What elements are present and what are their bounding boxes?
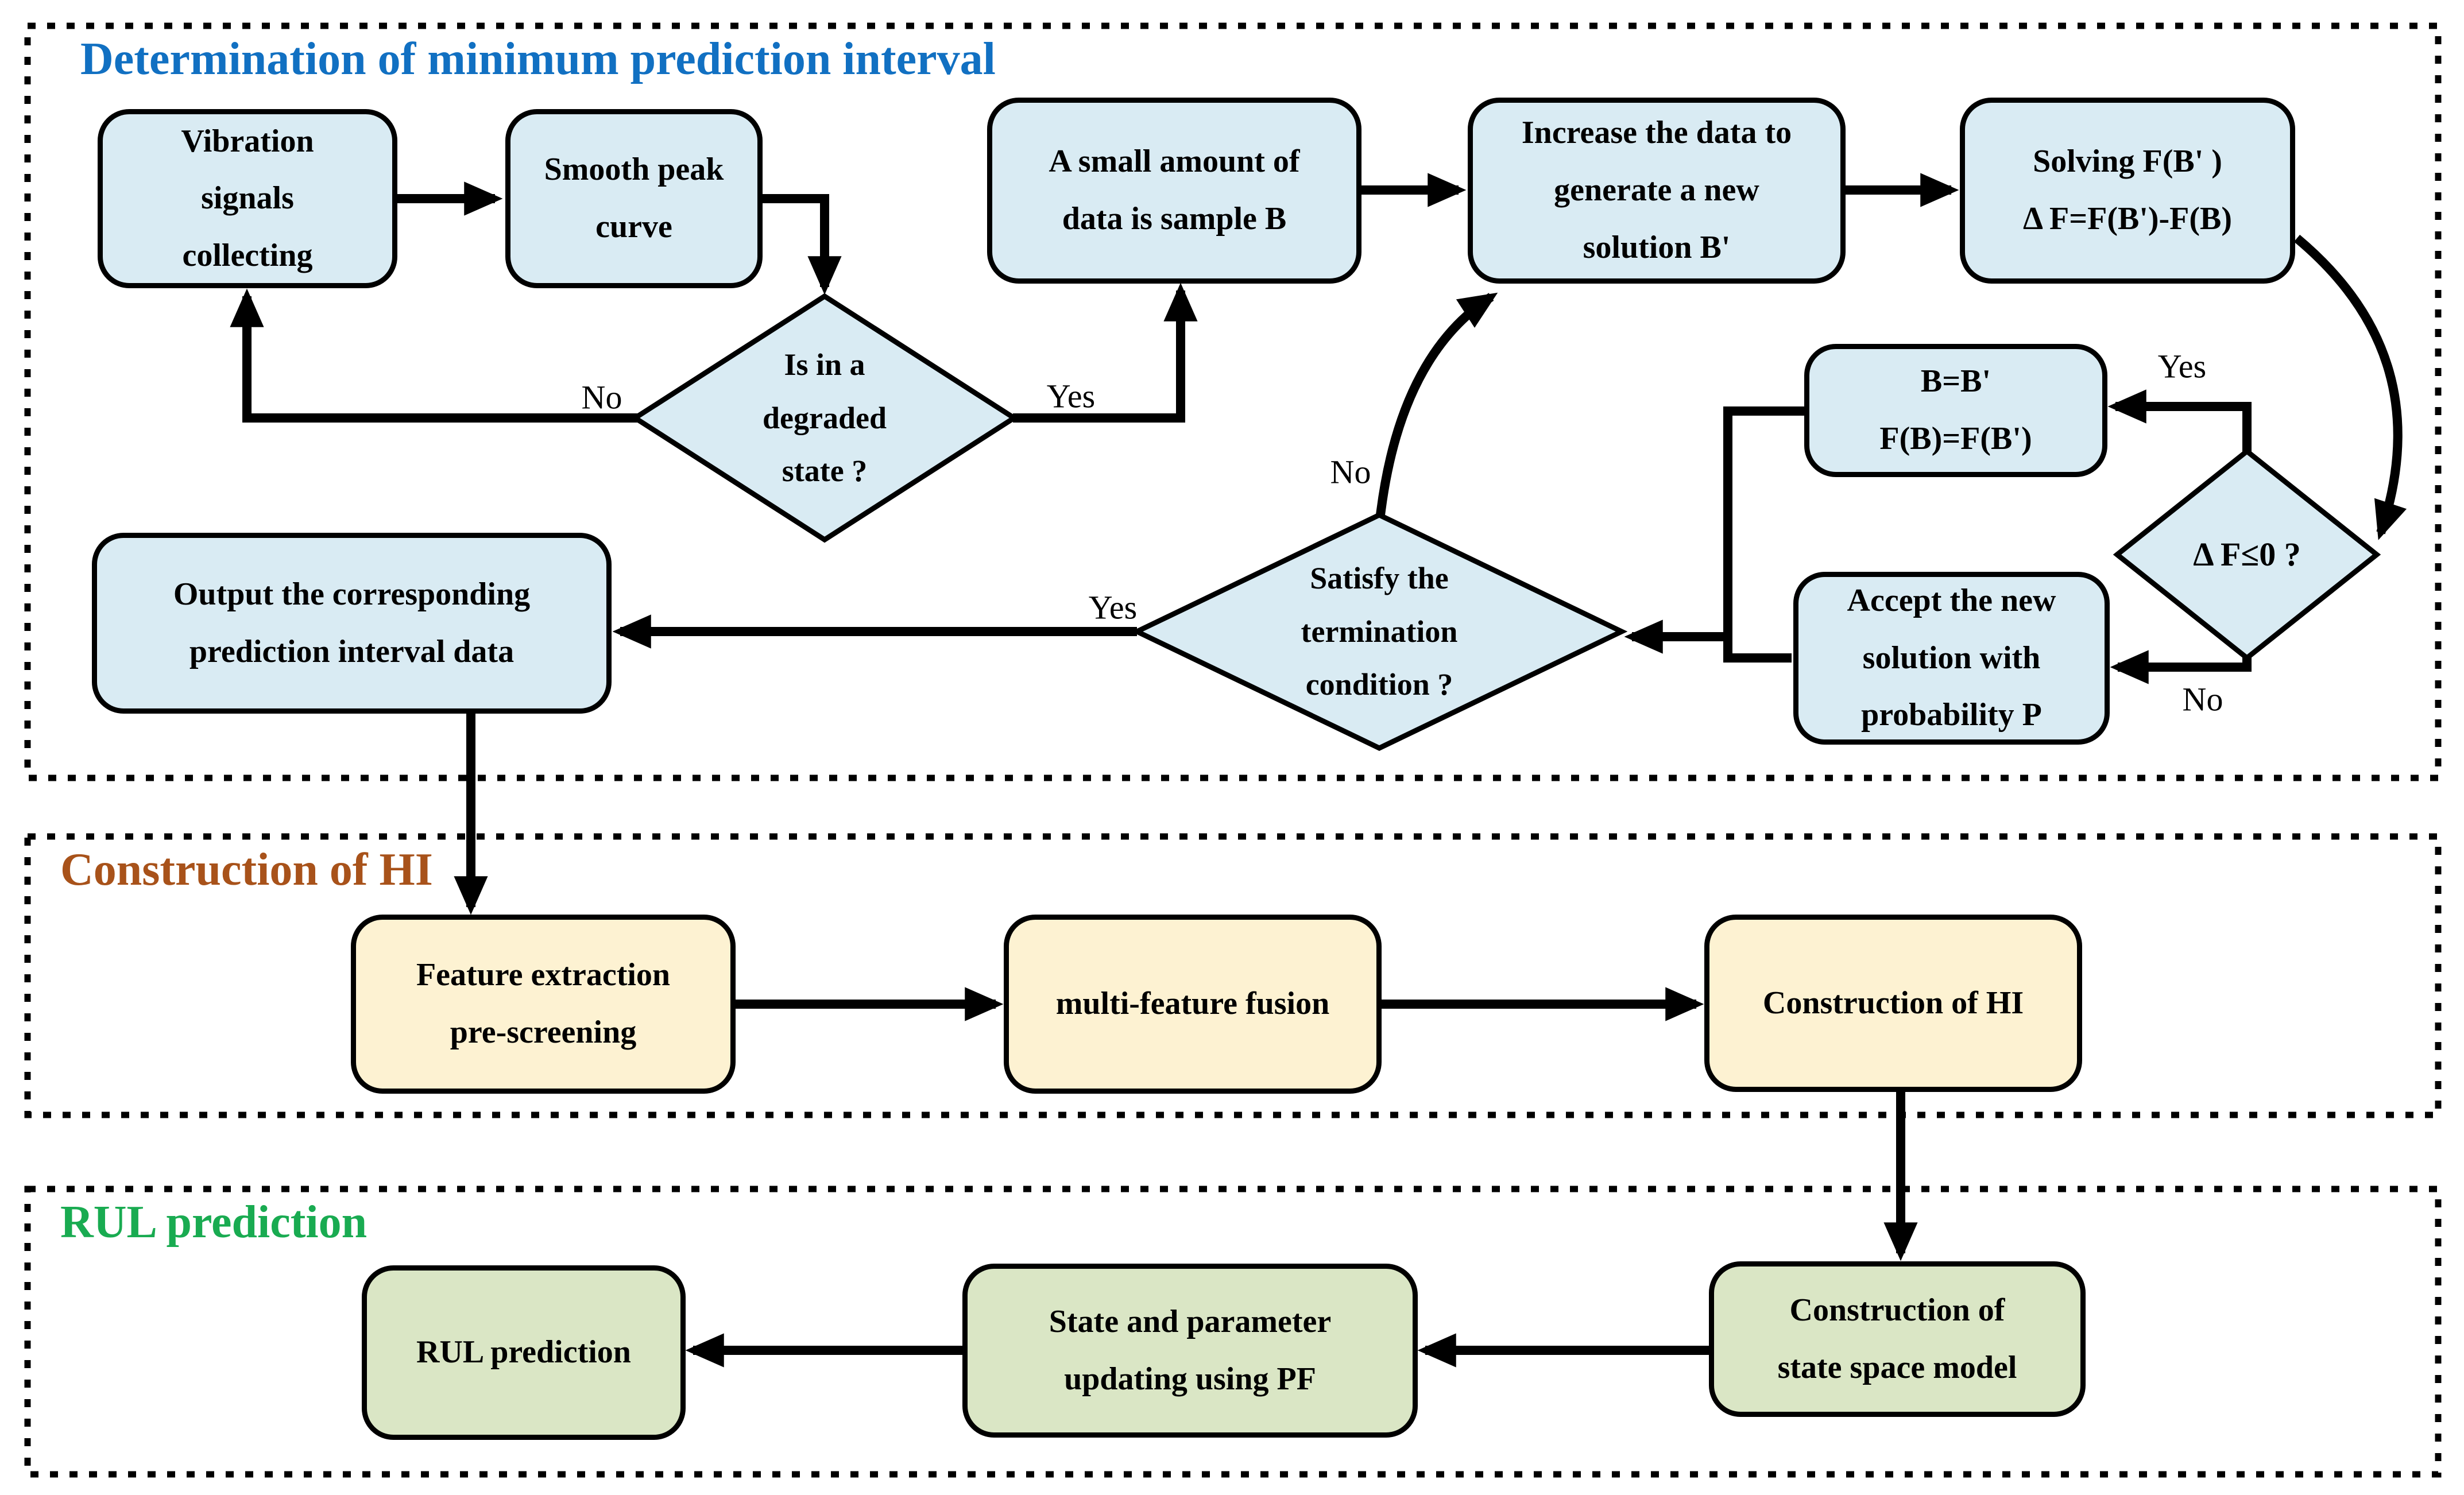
node-b-update: B=B' F(B)=F(B') xyxy=(1804,344,2107,477)
arrow-solving-to-delta-curve xyxy=(2293,234,2407,540)
edge-label-delta-yes: Yes xyxy=(2157,347,2207,385)
node-sample-b: A small amount of data is sample B xyxy=(987,98,1361,284)
edge-label-delta-no: No xyxy=(2182,680,2223,718)
arrow-delta-no-to-accept xyxy=(2110,650,2252,684)
node-rul-prediction: RUL prediction xyxy=(362,1265,686,1440)
decision-terminate-shape xyxy=(1131,512,1628,751)
decision-degraded-label: Is in a degraded state ? xyxy=(763,347,887,489)
decision-delta-shape xyxy=(2113,448,2381,661)
edge-label-degraded-no: No xyxy=(581,378,622,416)
section-title-rul-prediction: RUL prediction xyxy=(60,1197,368,1248)
edge-label-degraded-yes: Yes xyxy=(1046,377,1096,415)
node-output-interval: Output the corresponding prediction inte… xyxy=(92,533,612,714)
node-smooth-peak-curve: Smooth peak curve xyxy=(505,109,763,288)
arrow-smooth-to-degraded xyxy=(762,194,842,295)
arrow-terminate-no-to-increase xyxy=(1376,292,1498,516)
node-accept-solution: Accept the new solution with probability… xyxy=(1793,572,2110,745)
node-construction-of-hi: Construction of HI xyxy=(1704,915,2082,1092)
node-vibration-signals: Vibration signals collecting xyxy=(98,109,397,288)
decision-delta-label: Δ F≤0 ? xyxy=(2193,536,2301,574)
node-state-space-model: Construction of state space model xyxy=(1709,1261,2086,1417)
decision-terminate-label: Satisfy the termination condition ? xyxy=(1301,560,1458,702)
node-multi-feature-fusion: multi-feature fusion xyxy=(1004,915,1382,1094)
node-state-parameter-updating: State and parameter updating using PF xyxy=(962,1264,1418,1438)
decision-degraded-shape xyxy=(630,293,1019,543)
connector-merge-bupdate-accept xyxy=(1723,406,1804,663)
node-increase-data: Increase the data to generate a new solu… xyxy=(1468,98,1846,284)
section-title-construction-hi: Construction of HI xyxy=(60,845,433,895)
node-feature-extraction: Feature extraction pre-screening xyxy=(351,915,736,1094)
edge-label-terminate-no: No xyxy=(1330,453,1371,491)
node-solving-f: Solving F(B' ) Δ F=F(B')-F(B) xyxy=(1960,98,2295,284)
section-2-frame xyxy=(24,833,2442,1118)
arrow-degraded-yes-to-sample xyxy=(1013,282,1198,423)
arrow-degraded-no-to-vibration xyxy=(230,288,637,423)
edge-label-terminate-yes: Yes xyxy=(1088,588,1138,626)
arrow-delta-yes-to-bupdate xyxy=(2107,389,2252,454)
section-title-determination: Determination of minimum prediction inte… xyxy=(80,34,996,84)
